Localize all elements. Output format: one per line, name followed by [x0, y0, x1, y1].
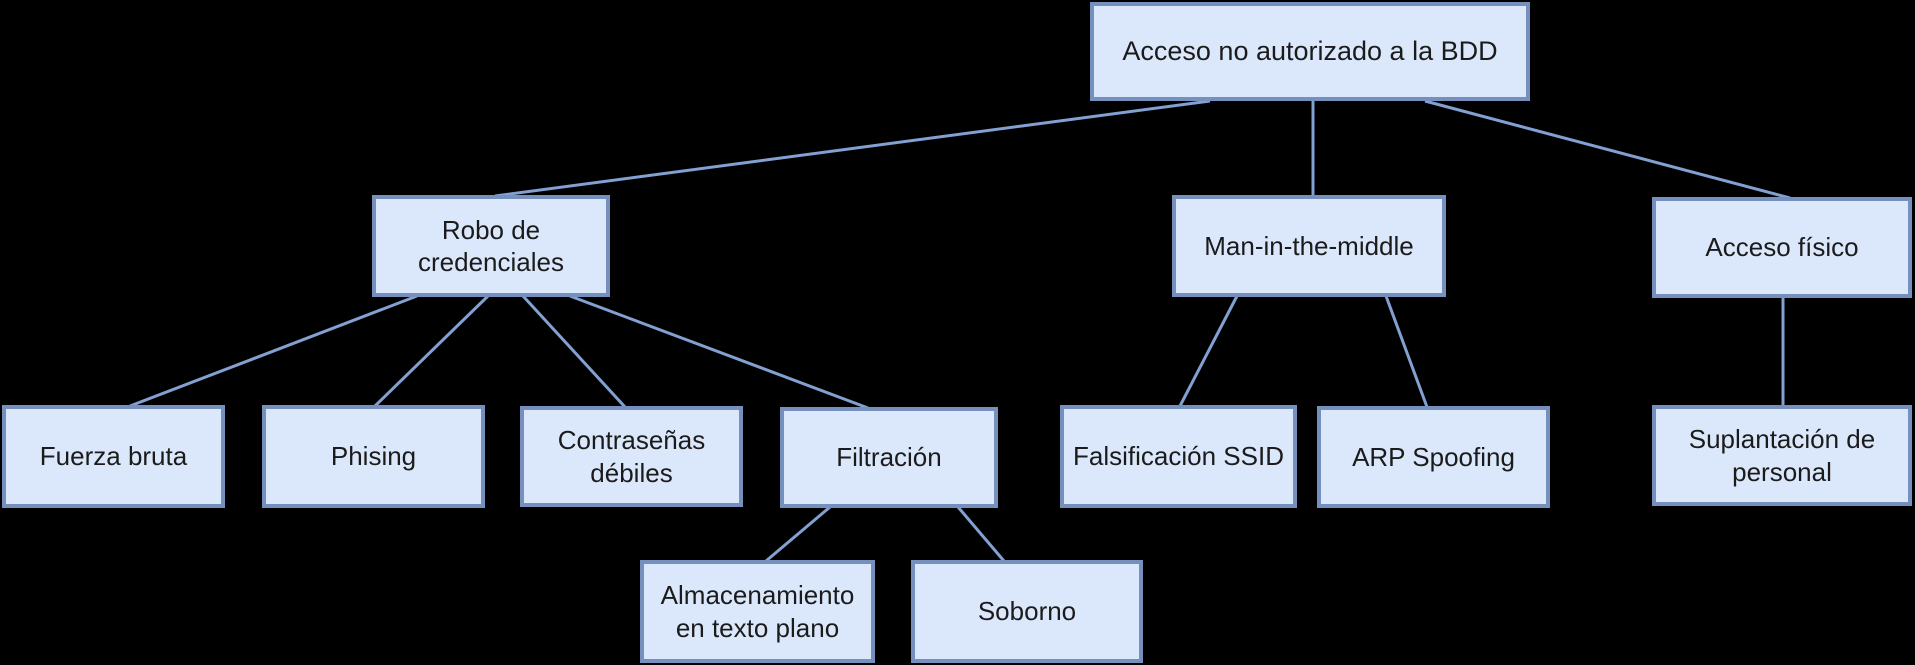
connector-filtracion-almacenamiento: [765, 505, 831, 563]
connector-root-robo: [494, 99, 1211, 198]
node-contrasenas-debiles[interactable]: Contraseñas débiles: [520, 406, 743, 507]
node-phising[interactable]: Phising: [262, 405, 485, 508]
node-acceso-no-autorizado-bdd[interactable]: Acceso no autorizado a la BDD: [1090, 2, 1530, 101]
connector-mitm-falsificacion: [1178, 295, 1239, 407]
node-label: Suplantación de personal: [1688, 424, 1876, 487]
connector-root-fisico: [1424, 99, 1791, 200]
node-suplantacion-de-personal[interactable]: Suplantación de personal: [1652, 405, 1912, 506]
node-label: Robo de credenciales: [418, 214, 564, 278]
node-label: Almacenamiento en texto plano: [660, 580, 855, 643]
node-filtracion[interactable]: Filtración: [780, 407, 998, 508]
connector-mitm-arp: [1384, 295, 1429, 408]
node-robo-de-credenciales[interactable]: Robo de credenciales: [372, 195, 610, 297]
connector-robo-filtracion: [569, 294, 869, 410]
node-label: Filtración: [836, 442, 942, 473]
node-fuerza-bruta[interactable]: Fuerza bruta: [2, 405, 225, 508]
node-label: Soborno: [977, 596, 1077, 627]
node-falsificacion-ssid[interactable]: Falsificación SSID: [1060, 405, 1297, 508]
node-arp-spoofing[interactable]: ARP Spoofing: [1317, 406, 1550, 508]
connector-robo-fuerza: [129, 294, 418, 408]
node-label: Acceso no autorizado a la BDD: [1122, 35, 1498, 66]
node-almacenamiento-texto-plano[interactable]: Almacenamiento en texto plano: [640, 560, 875, 663]
connector-robo-contrasenas: [521, 294, 627, 409]
node-label: Phising: [330, 441, 417, 472]
node-label: Fuerza bruta: [39, 441, 188, 472]
node-label: Contraseñas débiles: [557, 425, 706, 488]
node-soborno[interactable]: Soborno: [911, 560, 1143, 663]
node-label: ARP Spoofing: [1352, 441, 1515, 472]
connector-filtracion-soborno: [956, 506, 1006, 562]
node-man-in-the-middle[interactable]: Man-in-the-middle: [1172, 195, 1446, 297]
node-label: Falsificación SSID: [1073, 441, 1284, 472]
node-acceso-fisico[interactable]: Acceso físico: [1652, 197, 1912, 298]
node-label: Acceso físico: [1705, 232, 1859, 263]
node-label: Man-in-the-middle: [1204, 230, 1414, 261]
connector-robo-phising: [373, 294, 490, 408]
